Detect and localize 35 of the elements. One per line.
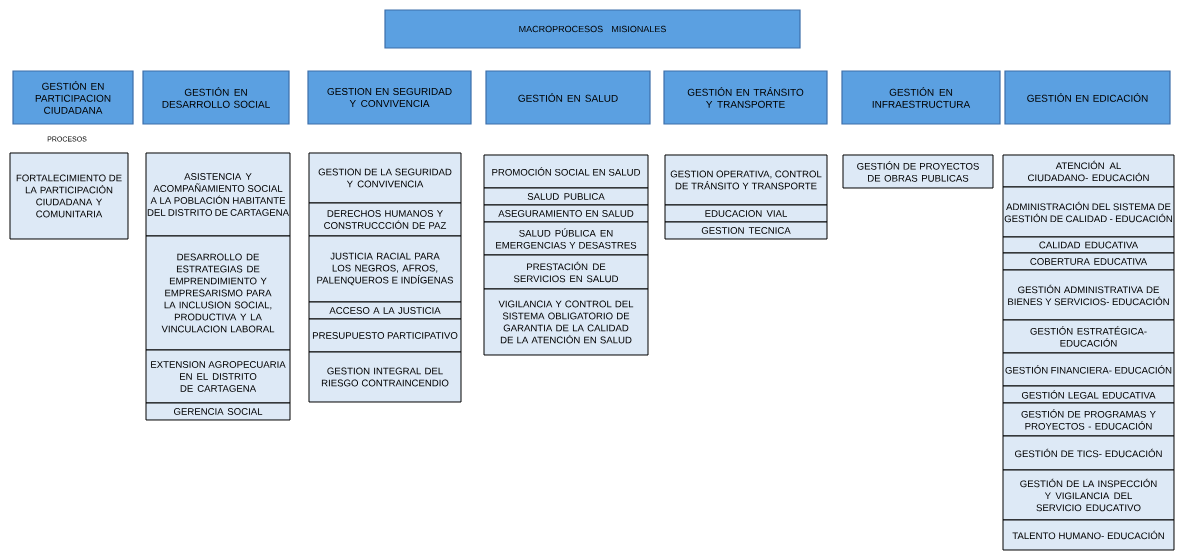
- process-cell: ASISTENCIA Y ACOMPAÑAMIENTO SOCIAL A LA POBLACIÓN HABITANTE DEL DISTRITO DE CARTAGENA: [145, 152, 291, 237]
- macroprocess-box: GESTIÓN EN TRÁNSITO Y TRANSPORTE: [663, 70, 828, 125]
- process-cell: EDUCACION VIAL: [664, 204, 828, 223]
- macroprocess-box: GESTIÓN EN DESARROLLO SOCIAL: [142, 70, 290, 125]
- process-cell: GERENCIA SOCIAL: [145, 402, 291, 421]
- process-cell: ATENCIÓN AL CIUDADANO- EDUCACIÓN: [1002, 154, 1175, 188]
- process-cell: TALENTO HUMANO- EDUCACIÓN: [1002, 519, 1175, 551]
- process-cell: GESTIÓN ESTRATÉGICA- EDUCACIÓN: [1002, 319, 1175, 354]
- process-cell: PRESTACIÓN DE SERVICIOS EN SALUD: [483, 254, 649, 290]
- process-cell: ASEGURAMIENTO EN SALUD: [483, 204, 649, 223]
- process-cell: GESTIÓN DE TICS- EDUCACIÓN: [1002, 435, 1175, 471]
- process-cell: GESTION INTEGRAL DEL RIESGO CONTRAINCENDIO: [308, 351, 462, 403]
- macroprocess-box: GESTIÓN EN INFRAESTRUCTURA: [841, 70, 1001, 125]
- process-cell: GESTIÓN DE PROYECTOS DE OBRAS PUBLICAS: [842, 154, 994, 189]
- process-cell: COBERTURA EDUCATIVA: [1002, 252, 1175, 271]
- process-cell: PRESUPUESTO PARTICIPATIVO: [308, 318, 462, 353]
- process-cell: SALUD PUBLICA: [483, 187, 649, 206]
- macroprocess-box: GESTION EN SEGURIDAD Y CONVIVENCIA: [307, 70, 472, 125]
- process-cell: PROMOCIÓN SOCIAL EN SALUD: [483, 154, 649, 189]
- process-cell: GESTIÓN LEGAL EDUCATIVA: [1002, 385, 1175, 404]
- process-cell: FORTALECIMIENTO DE LA PARTICIPACIÓN CIUDADANA Y COMUNITARIA: [9, 152, 129, 240]
- process-cell: ACCESO A LA JUSTICIA: [308, 301, 462, 320]
- process-cell: GESTIÓN DE LA INSPECCIÓN Y VIGILANCIA DEL SERVICIO EDUCATIVO: [1002, 469, 1175, 521]
- macroprocess-box: GESTIÓN EN EDICACIÓN: [1004, 70, 1171, 125]
- title-box: MACROPROCESOS MISIONALES: [384, 9, 801, 49]
- process-cell: GESTIÓN FINANCIERA- EDUCACIÓN: [1002, 352, 1175, 387]
- macroprocess-box: GESTIÓN EN PARTICIPACION CIUDADANA: [12, 70, 134, 125]
- process-cell: VIGILANCIA Y CONTROL DEL SISTEMA OBLIGATORIO DE GARANTIA DE LA CALIDAD DE LA ATENCIÓN EN SALUD: [483, 288, 649, 356]
- macroprocess-box: GESTIÓN EN SALUD: [485, 70, 651, 125]
- process-cell: DERECHOS HUMANOS Y CONSTRUCCCIÓN DE PAZ: [308, 202, 462, 237]
- process-cell: SALUD PÚBLICA EN EMERGENCIAS Y DESASTRES: [483, 221, 649, 256]
- process-cell: GESTION DE LA SEGURIDAD Y CONVIVENCIA: [308, 152, 462, 204]
- process-cell: GESTIÓN DE PROGRAMAS Y PROYECTOS - EDUCACIÓN: [1002, 402, 1175, 437]
- process-cell: CALIDAD EDUCATIVA: [1002, 236, 1175, 254]
- process-cell: GESTION TECNICA: [664, 221, 828, 240]
